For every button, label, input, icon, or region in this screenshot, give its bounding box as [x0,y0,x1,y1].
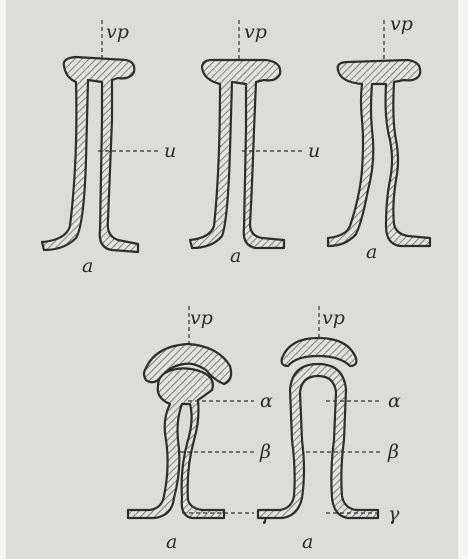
figure-svg: vp u a vp u a vp a vp α β γ a [6,0,468,559]
label-beta-5: β [387,441,399,463]
label-vp-3: vp [390,13,413,35]
label-vp-4: vp [190,307,213,329]
label-a-2: a [230,245,241,267]
label-vp-2: vp [244,21,267,43]
label-gamma-5: γ [388,503,400,525]
label-vp-1: vp [106,21,129,43]
label-alpha-5: α [388,390,401,412]
label-a-4: a [166,531,177,553]
label-a-1: a [82,255,93,277]
label-beta-4: β [259,441,271,463]
diagram-2: vp u a [190,20,320,267]
label-a-3: a [366,241,377,263]
label-u-1: u [164,140,176,162]
label-u-2: u [308,140,320,162]
label-vp-5: vp [322,307,345,329]
diagram-1: vp u a [42,20,176,277]
diagram-3: vp a [328,13,430,263]
label-a-5: a [302,531,313,553]
diagram-4: vp α β γ a [128,306,273,553]
label-alpha-4: α [260,390,273,412]
diagram-5: vp α β γ a [258,306,401,553]
